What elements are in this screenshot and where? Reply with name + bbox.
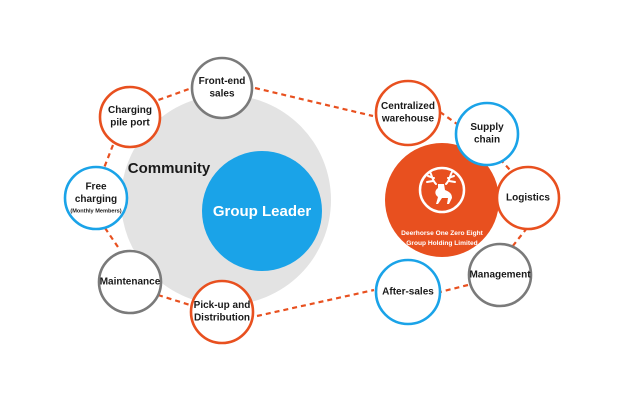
node-label-supply-chain-line2: chain	[474, 135, 500, 146]
link-logistics-management	[511, 227, 528, 248]
company-name-line1: Deerhorse One Zero Eight	[401, 230, 484, 237]
node-logistics: Logistics	[495, 165, 561, 231]
group-leader-circle	[202, 151, 322, 271]
node-circle-maintenance	[97, 249, 163, 315]
node-label-centralized-warehouse-line1: Centralized	[381, 101, 435, 112]
node-label-pick-up-distribution-line1: Pick-up and	[194, 300, 251, 311]
node-charging-pile-port: Charging pile port	[98, 85, 162, 149]
node-label-centralized-warehouse-line2: warehouse	[381, 114, 435, 125]
group-leader-label: Group Leader	[213, 203, 312, 220]
link-frontend-warehouse	[254, 86, 374, 118]
node-circle-charging-pile-port	[98, 85, 162, 149]
deer-logo	[418, 166, 466, 214]
node-label-supply-chain-line1: Supply	[470, 122, 504, 133]
node-label-logistics-line1: Logistics	[506, 192, 550, 203]
link-maintenance-pickup	[157, 293, 191, 307]
link-management-aftersales	[439, 283, 469, 294]
node-circle-free-charging	[63, 165, 129, 231]
node-circle-supply-chain	[454, 101, 520, 167]
node-circle-logistics	[495, 165, 561, 231]
node-label-front-end-sales-line1: Front-end	[199, 76, 246, 87]
node-circle-after-sales	[374, 258, 442, 326]
node-centralized-warehouse: Centralized warehouse	[374, 79, 442, 147]
node-label-charging-pile-port-line2: pile port	[110, 118, 150, 129]
logo-ring	[418, 166, 466, 214]
node-management: Management	[467, 242, 533, 308]
link-warehouse-supplychain	[439, 111, 458, 125]
company-circle	[385, 143, 499, 257]
node-circle-centralized-warehouse	[374, 79, 442, 147]
deer-body	[435, 184, 452, 204]
node-circle-front-end-sales	[190, 56, 254, 120]
bridge-connector-lines	[254, 86, 375, 318]
community-label: Community	[128, 160, 211, 177]
link-chargingpile-freecharging	[102, 144, 115, 169]
node-label-charging-pile-port-line1: Charging	[108, 105, 152, 116]
node-label-front-end-sales-line2: sales	[209, 89, 234, 100]
link-freecharging-maintenance	[104, 227, 121, 251]
node-front-end-sales: Front-end sales	[190, 56, 254, 120]
left-connector-lines	[102, 87, 191, 307]
node-label-pick-up-distribution-line2: Distribution	[194, 313, 250, 324]
deer-antlers	[426, 171, 456, 185]
company-name-line2: Group Holding Limited	[406, 240, 477, 247]
node-supply-chain: Supply chain	[454, 101, 520, 167]
link-pickup-aftersales	[256, 288, 375, 318]
node-label-free-charging-line1: Free	[85, 182, 107, 193]
node-label-management-line1: Management	[469, 269, 531, 280]
link-chargingpile-frontend	[149, 87, 190, 105]
node-after-sales: After-sales	[374, 258, 442, 326]
node-circle-management	[467, 242, 533, 308]
node-circle-pick-up-distribution	[189, 279, 255, 345]
node-label-maintenance-line1: Maintenance	[100, 276, 161, 287]
node-label-after-sales-line1: After-sales	[382, 286, 434, 297]
node-maintenance: Maintenance	[97, 249, 163, 315]
node-label-free-charging-line2: charging	[75, 194, 117, 205]
node-sublabel-free-charging: (Monthly Members)	[70, 209, 121, 215]
